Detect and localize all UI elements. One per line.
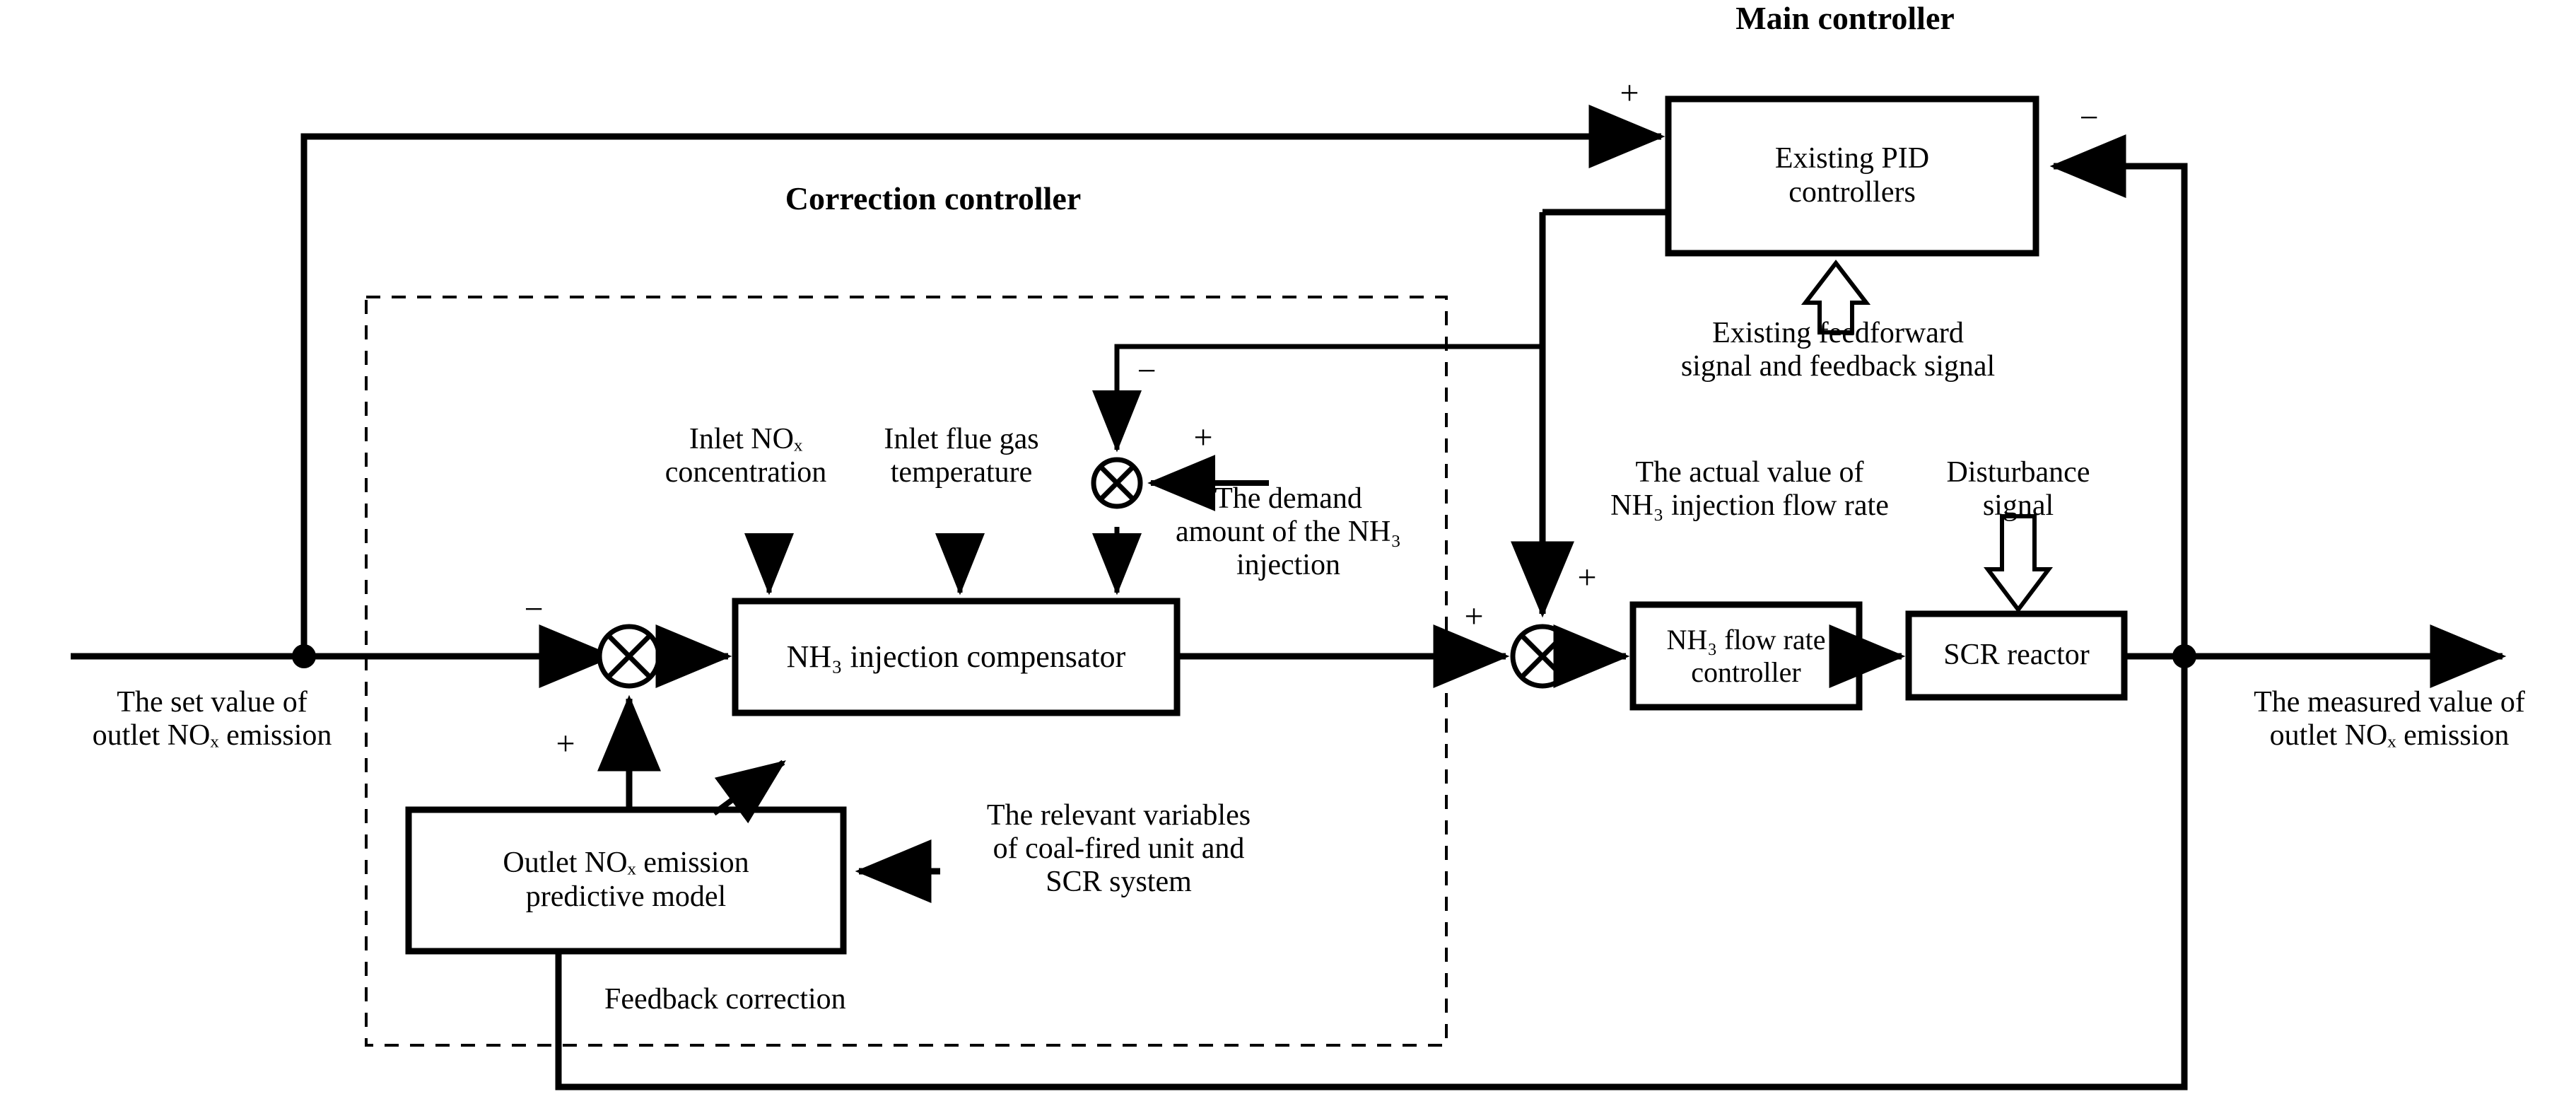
block-label-nh3-flow-rate-controller: NH₃ flow rate controller [1666, 623, 1826, 688]
block-label-nh3-injection-compensator: NH₃ injection compensator [786, 639, 1126, 674]
sign-error-plus: + [556, 725, 575, 762]
block-label-outlet-nox-predictive-model: Outlet NOₓ emission predictive model [503, 847, 749, 913]
summing-junction-demand [1091, 457, 1143, 509]
disturbance-hollow-arrow [1983, 514, 2054, 613]
sign-demand-plus: + [1193, 419, 1213, 456]
sign-demand-minus: − [1137, 352, 1157, 390]
label-existing-signals: Existing feedforward signal and feedback… [1680, 317, 1996, 383]
block-label-scr-reactor: SCR reactor [1943, 639, 2090, 672]
label-demand-amount: The demand amount of the NH₃ injection [1175, 482, 1402, 582]
sign-error-minus: − [524, 591, 544, 628]
label-relevant-variables: The relevant variables of coal-fired uni… [986, 799, 1251, 899]
summing-junction-error [597, 624, 662, 689]
wire-pid-out-to-demand-sum [1092, 344, 1542, 453]
wire-measured-to-pid-minus [2049, 134, 2188, 656]
page-title-main-controller: Main controller [1735, 0, 1955, 36]
block-outlet-nox-predictive-model[interactable] [405, 806, 847, 955]
block-scr-reactor[interactable] [1905, 610, 2128, 701]
label-disturbance-signal: Disturbance signal [1946, 456, 2090, 523]
sign-pid-minus: − [2079, 99, 2099, 136]
label-feedback-correction: Feedback correction [604, 983, 846, 1016]
sign-sum3-plus-left: + [1464, 598, 1484, 635]
sign-pid-plus: + [1620, 74, 1639, 112]
page-title-correction-controller: Correction controller [785, 180, 1082, 216]
existing-signals-hollow-arrow [1801, 260, 1871, 335]
model-annotation-leader [712, 760, 786, 824]
label-measured-value: The measured value of outlet NOₓ emissio… [2254, 686, 2525, 752]
block-nh3-flow-rate-controller[interactable] [1629, 601, 1863, 711]
summing-junction-flow [1510, 624, 1575, 689]
sign-sum3-plus-top: + [1577, 559, 1597, 596]
label-inlet-nox: Inlet NOₓ concentration [665, 423, 827, 489]
block-existing-pid-controllers[interactable] [1665, 95, 2039, 257]
label-set-value: The set value of outlet NOₓ emission [92, 686, 332, 752]
block-nh3-injection-compensator[interactable] [732, 598, 1181, 716]
block-label-existing-pid: Existing PID controllers [1774, 142, 1930, 209]
wire-measured-to-model-feedback [555, 656, 2188, 1090]
label-inlet-flue-gas: Inlet flue gas temperature [884, 423, 1039, 489]
label-actual-value: The actual value of NH₃ injection flow r… [1610, 456, 1889, 523]
wire-setpoint-to-pid [300, 105, 1665, 656]
